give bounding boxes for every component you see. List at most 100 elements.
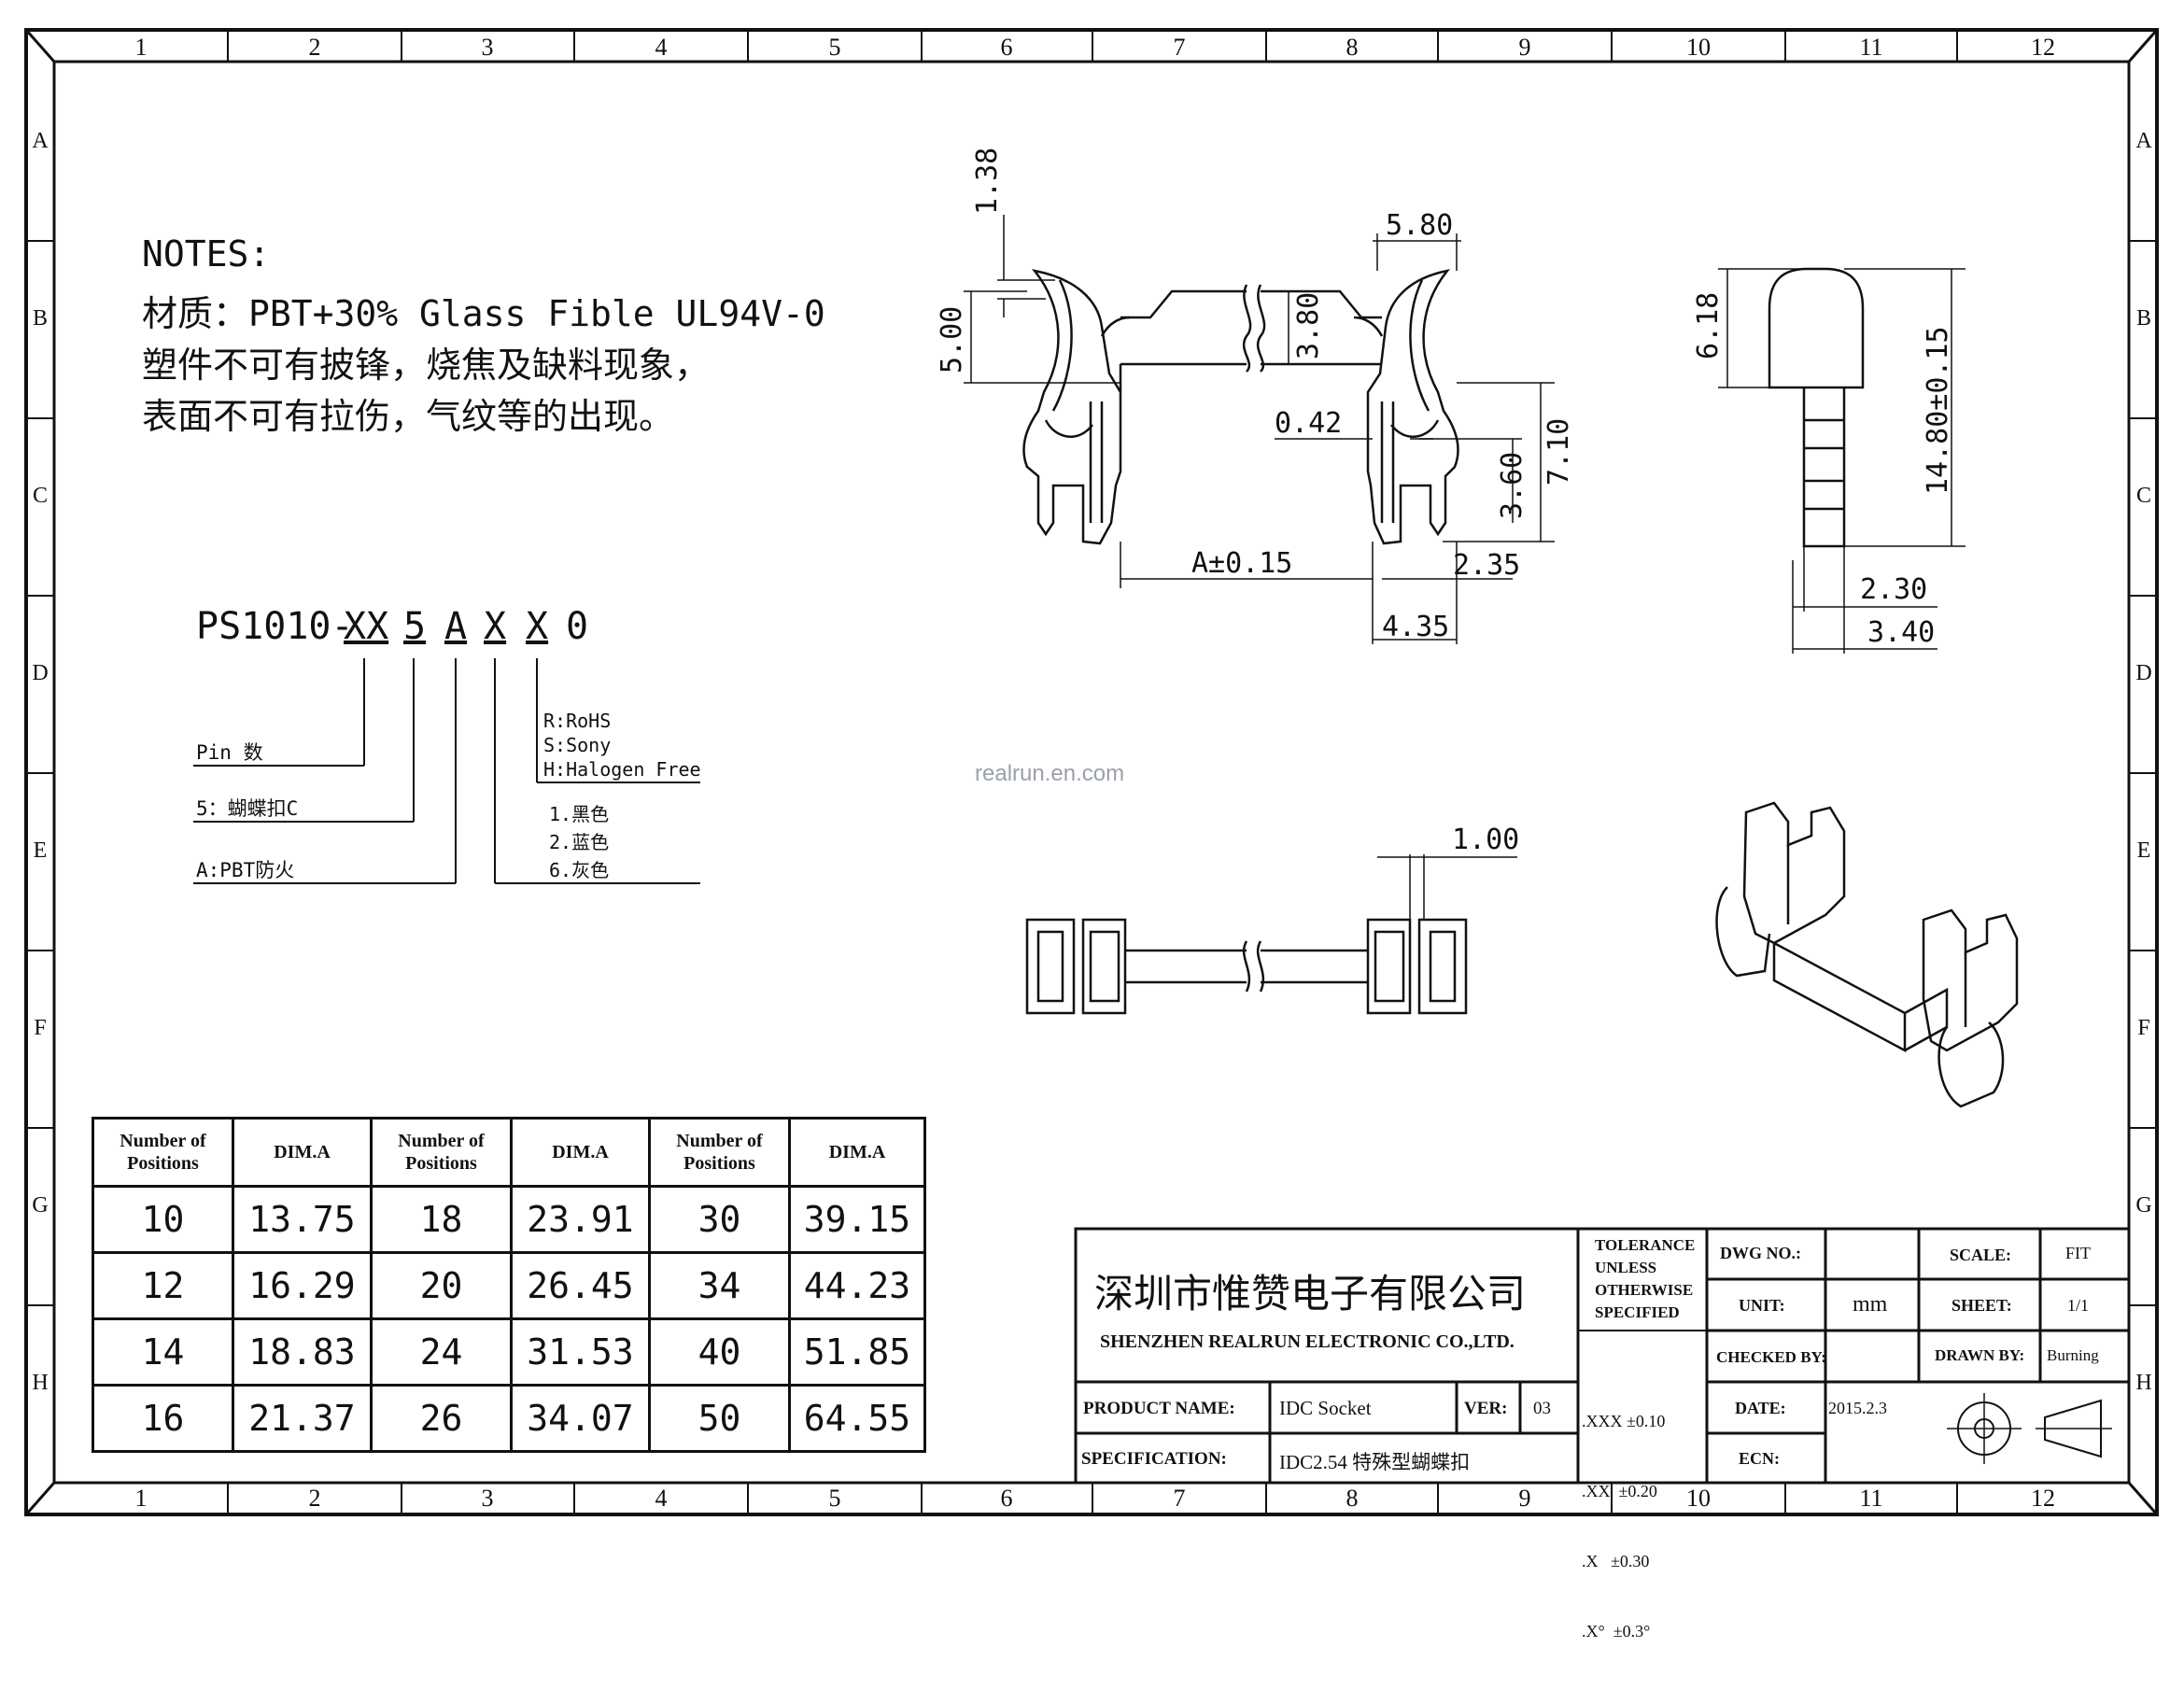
dim-label-a: A±0.15 <box>1191 547 1293 580</box>
part-code-prefix: PS1010- <box>196 605 354 648</box>
table-header: DIM.A <box>232 1117 373 1188</box>
table-header: DIM.A <box>788 1117 926 1188</box>
scale-label: SCALE: <box>1950 1246 2012 1264</box>
table-cell: 30 <box>648 1185 791 1254</box>
dim-label-380: 3.80 <box>1292 291 1325 359</box>
col-label: 10 <box>1686 34 1711 61</box>
row-label: F <box>2137 1016 2150 1040</box>
watermark: realrun.en.com <box>975 761 1125 786</box>
date-value: 2015.2.3 <box>1828 1399 1887 1417</box>
table-cell: 44.23 <box>788 1251 926 1320</box>
product-name-value: IDC Socket <box>1279 1397 1372 1419</box>
drawing-sheet: 1 2 3 4 5 6 7 8 9 10 11 12 1 2 3 4 5 6 7… <box>24 28 2159 1641</box>
tolerance-value: .X ±0.30 <box>1582 1552 1650 1570</box>
col-label: 7 <box>1173 1485 1186 1512</box>
row-label: D <box>32 661 49 685</box>
col-label: 5 <box>828 1485 841 1512</box>
table-cell: 13.75 <box>232 1185 373 1254</box>
dim-label-230: 2.30 <box>1860 573 1928 606</box>
table-cell: 23.91 <box>510 1185 651 1254</box>
legend-option: R:RoHS <box>543 710 612 732</box>
dim-label-340: 3.40 <box>1867 616 1936 649</box>
col-label: 11 <box>1859 1485 1883 1512</box>
side-view <box>1768 267 1865 548</box>
dim-label-500: 5.00 <box>936 305 968 373</box>
row-label: B <box>32 306 48 331</box>
table-cell: 18 <box>370 1185 513 1254</box>
notes-heading: NOTES: <box>142 233 271 275</box>
table-header-row: Number of Positions DIM.A Number of Posi… <box>92 1117 926 1188</box>
drawing-frame <box>24 28 2159 1516</box>
col-label: 5 <box>828 34 841 61</box>
dim-label-100: 1.00 <box>1452 824 1520 856</box>
col-label: 4 <box>655 1485 668 1512</box>
row-label: D <box>2135 661 2152 685</box>
legend-pin: Pin 数 <box>196 741 263 764</box>
title-block <box>1074 1227 2131 1485</box>
table-cell: 12 <box>92 1251 234 1320</box>
row-label: H <box>2135 1371 2152 1395</box>
row-label: A <box>32 129 49 153</box>
col-label: 12 <box>2031 34 2055 61</box>
dim-label-360: 3.60 <box>1496 451 1529 519</box>
unit-value: mm <box>1853 1292 1888 1317</box>
company-name-cn: 深圳市惟赞电子有限公司 <box>1094 1274 1527 1317</box>
part-code-suffix: 0 <box>566 605 589 648</box>
col-label: 8 <box>1346 1485 1359 1512</box>
table-cell: 26.45 <box>510 1251 651 1320</box>
table-cell: 14 <box>92 1317 234 1387</box>
tolerance-label-line: UNLESS <box>1595 1259 1657 1276</box>
col-label: 7 <box>1173 34 1186 61</box>
col-label: 6 <box>1000 1485 1013 1512</box>
table-cell: 34.07 <box>510 1384 651 1453</box>
product-name-label: PRODUCT NAME: <box>1083 1399 1235 1418</box>
row-label: B <box>2135 306 2151 331</box>
col-label: 12 <box>2031 1485 2055 1512</box>
ver-value: 03 <box>1533 1399 1551 1418</box>
notes-line: 表面不可有拉伤，气纹等的出现。 <box>142 396 675 437</box>
table-cell: 16 <box>92 1384 234 1453</box>
dim-label-042: 0.42 <box>1275 407 1343 440</box>
row-label: C <box>32 484 48 508</box>
tolerance-values: .XXX ±0.10 .XX ±0.20 .X ±0.30 .X° ±0.3° <box>1582 1363 1665 1690</box>
date-label: DATE: <box>1735 1399 1786 1417</box>
table-row: 16 21.37 26 34.07 50 64.55 <box>92 1384 926 1453</box>
dim-label-435: 4.35 <box>1382 611 1450 643</box>
table-cell: 34 <box>648 1251 791 1320</box>
specification-value: IDC2.54 特殊型蝴蝶扣 <box>1279 1451 1471 1473</box>
table-cell: 40 <box>648 1317 791 1387</box>
legend-option: S:Sony <box>543 734 612 756</box>
tolerance-value: .XX ±0.20 <box>1582 1482 1657 1500</box>
col-label: 9 <box>1518 1485 1531 1512</box>
table-header: DIM.A <box>510 1117 651 1188</box>
table-cell: 64.55 <box>788 1384 926 1453</box>
drawn-by-label: DRAWN BY: <box>1935 1346 2025 1364</box>
col-label: 11 <box>1859 34 1883 61</box>
table-cell: 20 <box>370 1251 513 1320</box>
table-header: Number of Positions <box>370 1117 513 1188</box>
table-cell: 24 <box>370 1317 513 1387</box>
dim-label-235: 2.35 <box>1453 549 1521 582</box>
part-code-leaders <box>193 658 700 884</box>
col-label: 2 <box>308 34 321 61</box>
row-label: A <box>2135 129 2152 153</box>
top-view <box>1025 918 1468 1015</box>
front-view <box>1022 269 1459 545</box>
legend-color: 6.灰色 <box>549 859 610 881</box>
dim-label-618: 6.18 <box>1692 291 1725 359</box>
legend-material: A:PBT防火 <box>196 859 295 881</box>
notes-line: 塑件不可有披锋，烧焦及缺料现象， <box>142 345 711 386</box>
part-code-option-field: X <box>526 605 549 648</box>
table-cell: 31.53 <box>510 1317 651 1387</box>
table-cell: 26 <box>370 1384 513 1453</box>
row-label: H <box>32 1371 49 1395</box>
legend-style: 5：蝴蝶扣C <box>196 797 299 820</box>
col-label: 8 <box>1346 34 1359 61</box>
legend-color: 1.黑色 <box>549 803 610 825</box>
checked-by-label: CHECKED BY: <box>1716 1348 1826 1366</box>
dwg-no-label: DWG NO.: <box>1720 1244 1801 1262</box>
tolerance-value: .X° ±0.3° <box>1582 1622 1651 1641</box>
specification-label: SPECIFICATION: <box>1081 1449 1227 1469</box>
part-code-style-field: 5 <box>403 605 427 648</box>
table-cell: 10 <box>92 1185 234 1254</box>
